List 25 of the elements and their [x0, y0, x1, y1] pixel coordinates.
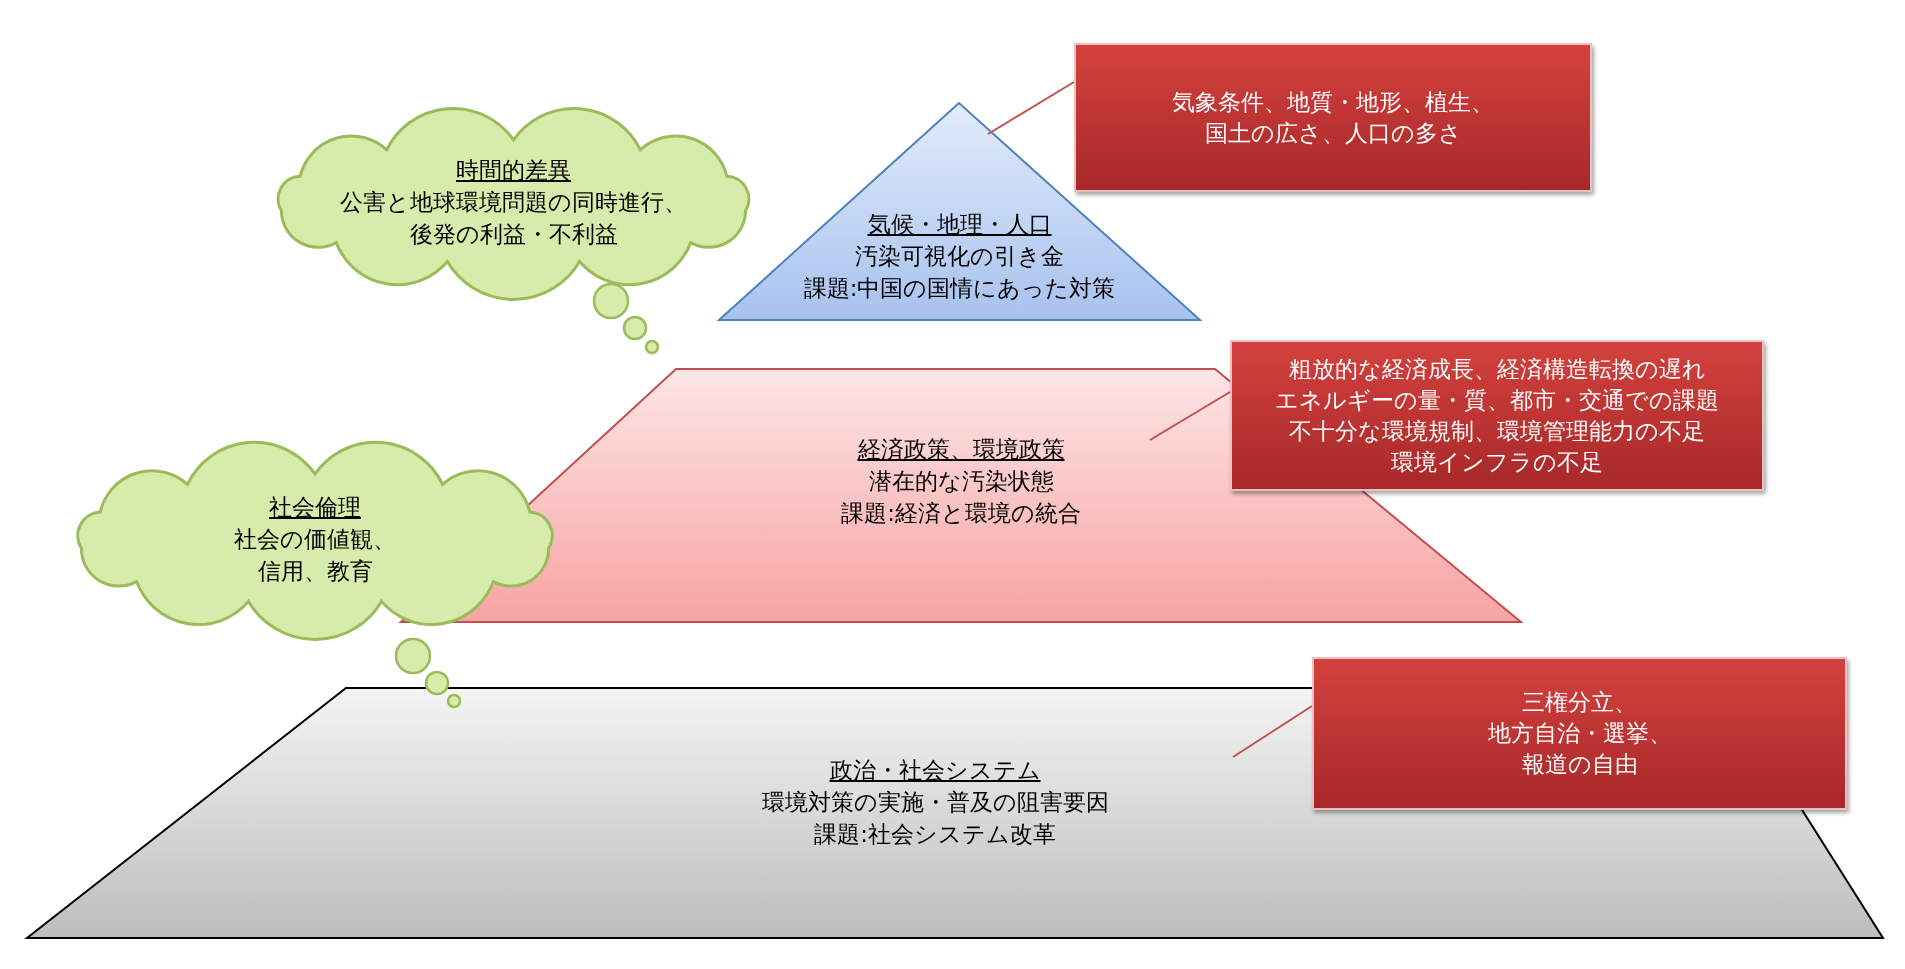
description-text: 課題:中国の国情にあった対策: [803, 274, 1116, 303]
description-text: 環境対策の実施・普及の阻害要因: [761, 788, 1109, 817]
leader-line: [1149, 391, 1231, 441]
callout-box: [1312, 657, 1847, 810]
callout-text: エネルギーの量・質、都市・交通での課題: [1275, 385, 1719, 415]
callout-text: 不十分な環境規制、環境管理能力の不足: [1289, 416, 1705, 446]
heading-text: 経済政策、環境政策: [857, 435, 1065, 464]
heading-text: 時間的差異: [456, 156, 571, 185]
leader-line: [987, 81, 1075, 135]
description-text: 公害と地球環境問題の同時進行、後発の利益・不利益: [339, 188, 688, 249]
heading-text: 政治・社会システム: [829, 756, 1041, 785]
description-text: 潜在的な汚染状態: [868, 467, 1054, 496]
heading-text: 社会倫理: [269, 493, 361, 522]
callout-text: 三権分立、地方自治・選挙、報道の自由: [1486, 688, 1673, 779]
callout-text: 気象条件、地質・地形、植生、国土の広さ、人口の多さ: [1171, 87, 1495, 148]
description-text: 社会の価値観、信用、教育: [233, 525, 397, 586]
description-text: 汚染可視化の引き金: [855, 242, 1064, 271]
callout-text: 環境インフラの不足: [1391, 447, 1603, 477]
callout-box: [1230, 340, 1764, 491]
callout-box: [1074, 43, 1592, 192]
leader-line: [1232, 705, 1313, 758]
description-text: 課題:経済と環境の統合: [841, 499, 1081, 528]
heading-text: 気候・地理・人口: [867, 210, 1052, 239]
description-text: 課題:社会システム改革: [814, 820, 1056, 849]
callout-text: 粗放的な経済成長、経済構造転換の遅れ: [1288, 354, 1706, 384]
